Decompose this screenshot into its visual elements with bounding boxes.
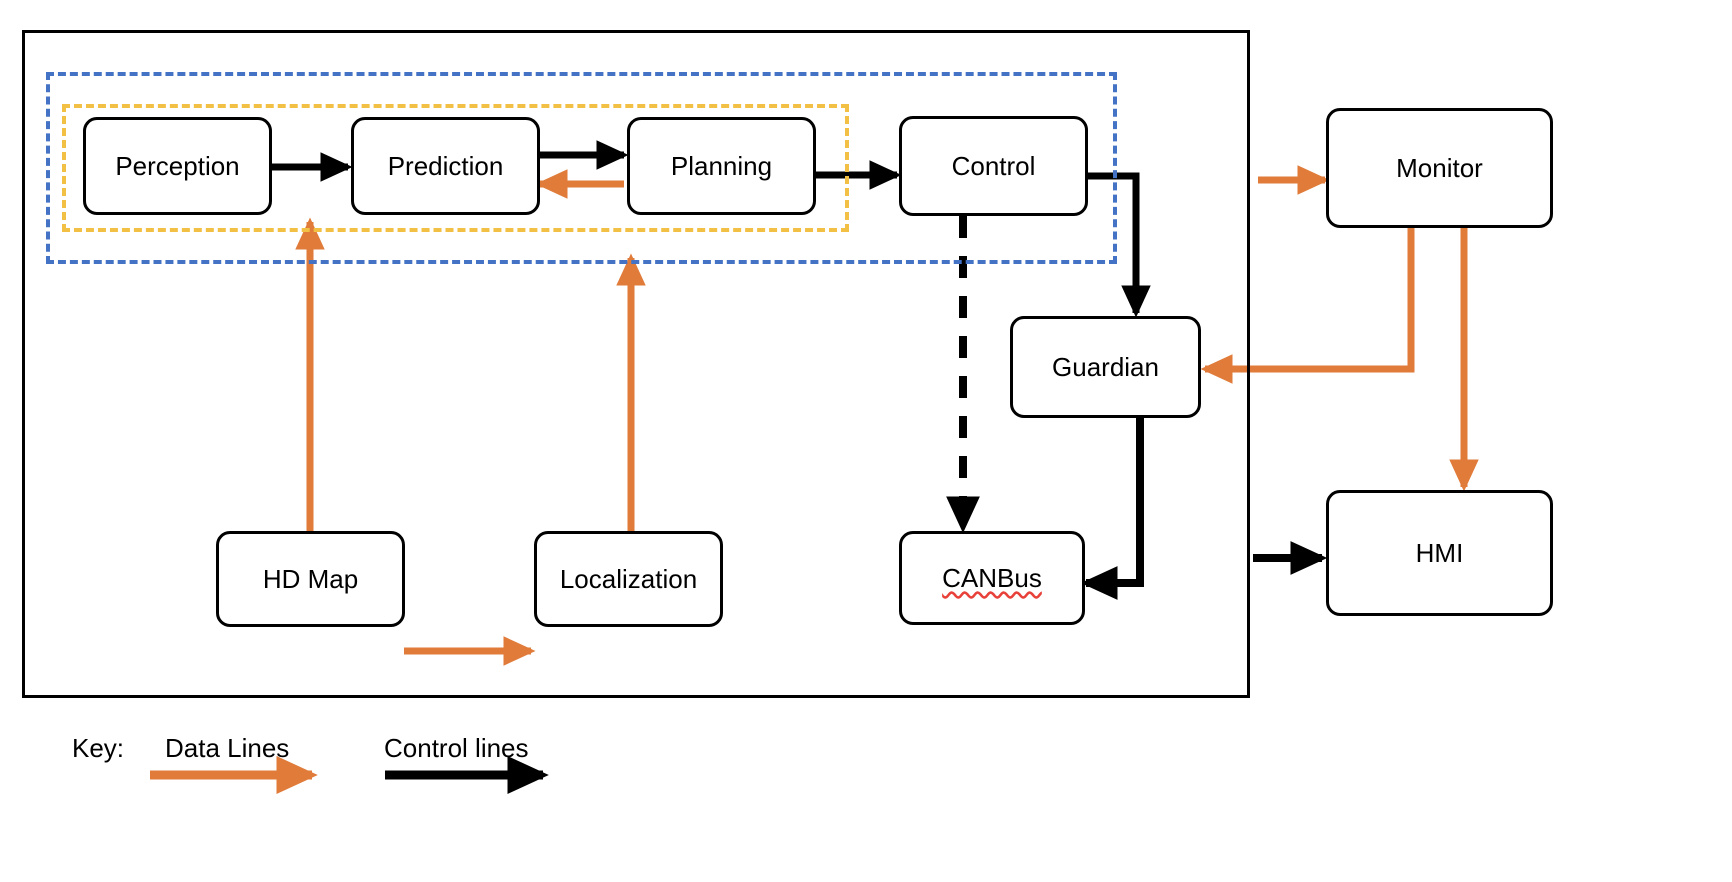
legend-key-label: Key:: [72, 733, 125, 763]
node-prediction[interactable]: Prediction: [351, 117, 540, 215]
node-prediction-label: Prediction: [387, 150, 504, 181]
node-perception[interactable]: Perception: [83, 117, 272, 215]
node-monitor-label: Monitor: [1396, 152, 1483, 183]
vehicle-system-frame: [22, 30, 1250, 698]
node-control[interactable]: Control: [899, 116, 1088, 216]
edge-monitor-to-guardian: [1200, 228, 1415, 384]
node-canbus-label: CANBus: [942, 562, 1042, 593]
node-planning-label: Planning: [670, 150, 773, 181]
node-planning[interactable]: Planning: [627, 117, 816, 215]
legend-data-lines-label: Data Lines: [165, 733, 290, 763]
edge-control-to-guardian: [1088, 172, 1151, 318]
legend-control-lines-label: Control lines: [384, 733, 529, 763]
node-guardian[interactable]: Guardian: [1010, 316, 1201, 418]
edge-guardian-to-canbus: [1080, 416, 1144, 600]
node-control-label: Control: [951, 150, 1036, 181]
node-monitor[interactable]: Monitor: [1326, 108, 1553, 228]
node-perception-label: Perception: [115, 150, 240, 181]
group-box-yellow: [62, 104, 849, 232]
node-canbus[interactable]: CANBus: [899, 531, 1085, 625]
node-hmi[interactable]: HMI: [1326, 490, 1553, 616]
node-hd-map-label: HD Map: [262, 563, 359, 594]
node-hd-map[interactable]: HD Map: [216, 531, 405, 627]
node-guardian-label: Guardian: [1052, 351, 1159, 382]
node-localization[interactable]: Localization: [534, 531, 723, 627]
node-hmi-label: HMI: [1415, 537, 1464, 568]
group-box-blue: [46, 72, 1117, 264]
node-localization-label: Localization: [559, 563, 698, 594]
